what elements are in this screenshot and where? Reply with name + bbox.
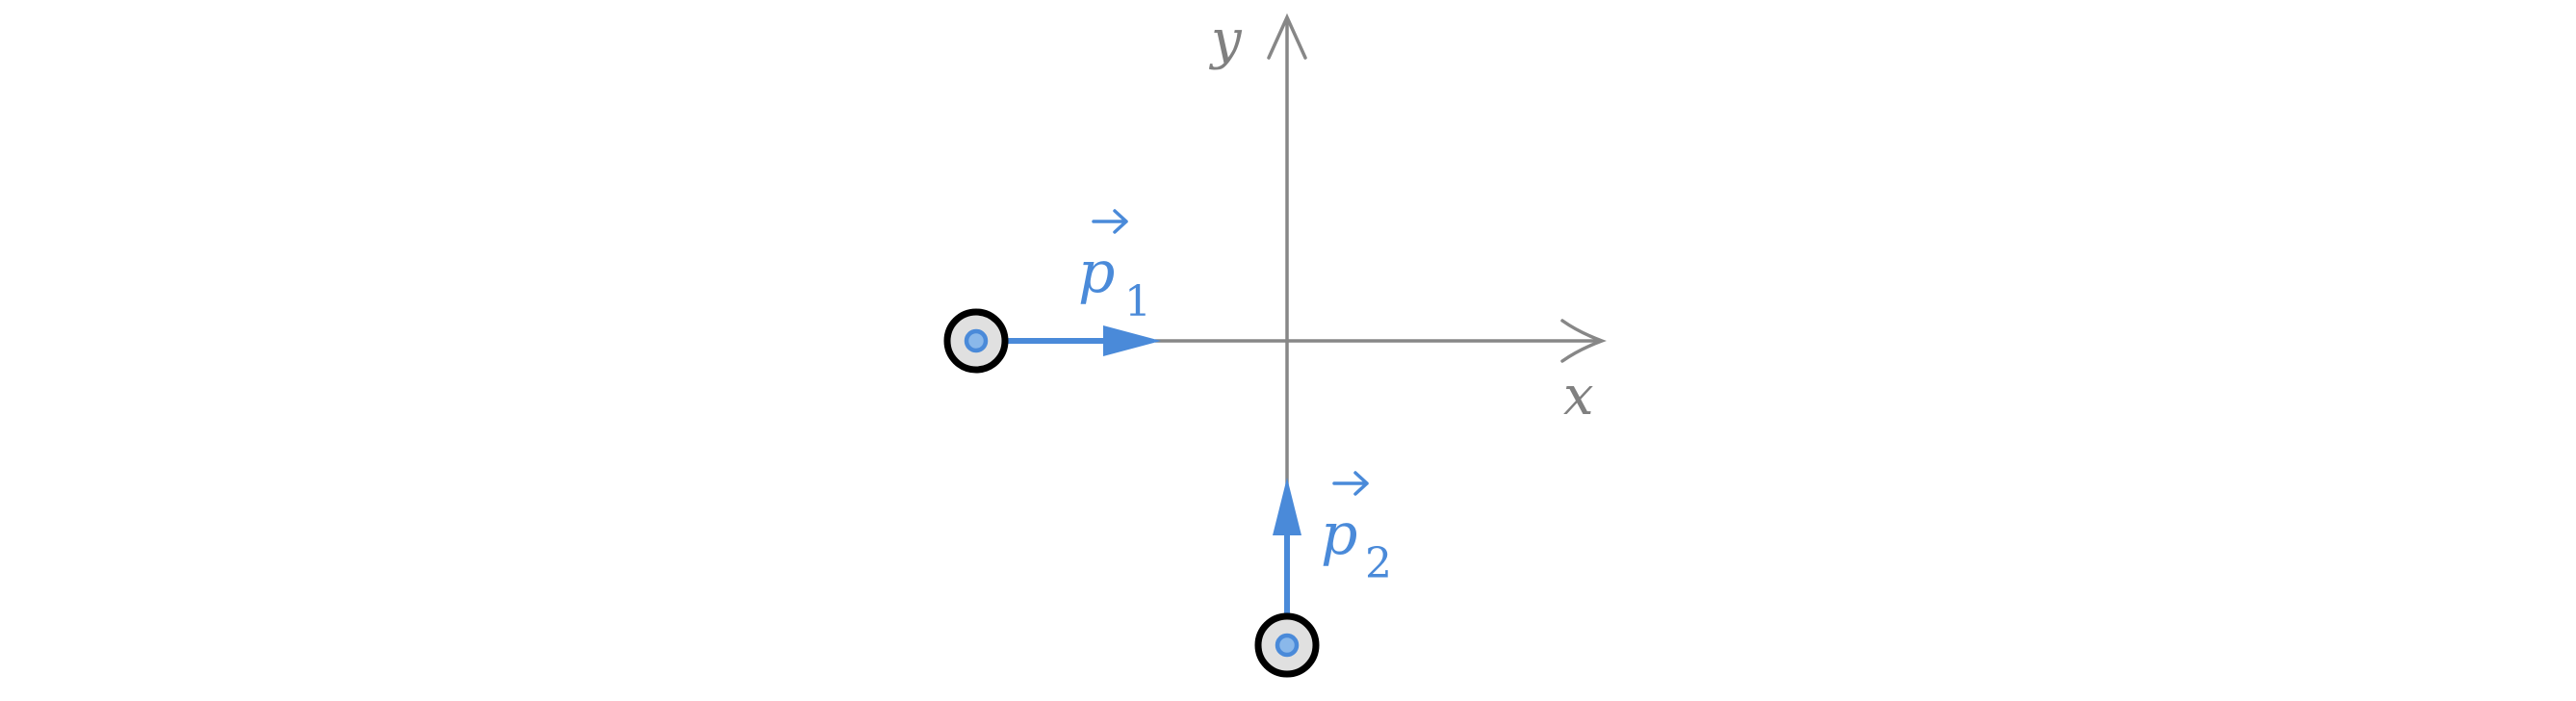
x-axis-label: x: [1563, 365, 1594, 428]
particle-2: [1254, 612, 1320, 678]
vector-p1-arrowhead: [1103, 325, 1161, 356]
vector-p2-subscript: 2: [1365, 539, 1392, 588]
vector-p1-subscript: 1: [1124, 277, 1151, 326]
y-axis-arrowhead: [1267, 13, 1307, 60]
vector-p2-label: p 2: [1321, 471, 1392, 588]
vector-p1-label: p 1: [1078, 209, 1151, 326]
vector-p2-arrow-accent: [1332, 471, 1369, 496]
particle-1: [943, 308, 1009, 374]
vector-p1-arrow-accent: [1092, 209, 1128, 234]
vector-p2-arrowhead: [1273, 478, 1301, 535]
x-axis: [1155, 319, 1607, 363]
x-axis-arrowhead: [1560, 319, 1607, 363]
particle-2-core: [1275, 633, 1300, 658]
y-axis-label: y: [1208, 9, 1243, 71]
vector-p2-symbol: p: [1321, 501, 1357, 568]
particle-1-core: [964, 328, 989, 353]
vector-p1-symbol: p: [1078, 239, 1115, 306]
